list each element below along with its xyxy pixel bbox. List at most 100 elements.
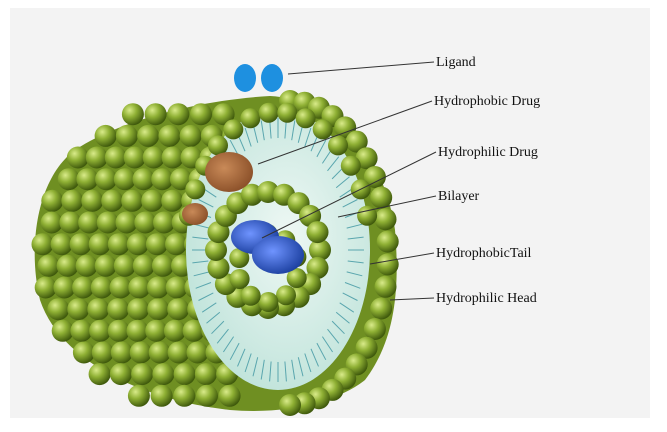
lipid-head-bead [279, 394, 301, 416]
lipid-head-bead [190, 103, 212, 125]
lipid-head-bead [143, 147, 165, 169]
lipid-head-bead [375, 276, 397, 298]
lipid-head-bead [101, 190, 123, 212]
lipid-head-bead [377, 231, 399, 253]
lipid-head-bead [70, 233, 92, 255]
ligand-left-icon [234, 64, 256, 92]
hydrophilic-drug-blob-2 [252, 236, 304, 274]
lipid-head-bead [122, 103, 144, 125]
lipid-head-bead [219, 385, 241, 407]
lipid-head-bead [95, 125, 117, 147]
bilayer-rim-bead [223, 119, 243, 139]
lipid-head-bead [72, 277, 94, 299]
lipid-head-bead [167, 103, 189, 125]
lipid-head-bead [137, 125, 159, 147]
lipid-head-bead [38, 255, 60, 277]
bilayer-rim-bead [185, 179, 205, 199]
lipid-head-bead [180, 125, 202, 147]
lipid-head-bead [73, 342, 95, 364]
lipid-head-bead [51, 233, 73, 255]
lipid-head-bead [375, 208, 397, 230]
bilayer-rim-bead [341, 156, 361, 176]
lipid-head-bead [110, 277, 132, 299]
lipid-head-bead [86, 147, 108, 169]
lipid-head-bead [162, 147, 184, 169]
lipid-head-bead [87, 298, 109, 320]
lipid-head-bead [164, 320, 186, 342]
lipid-head-bead [110, 363, 132, 385]
inner-bead [307, 221, 329, 243]
lipid-head-bead [111, 342, 133, 364]
lipid-head-bead [47, 298, 69, 320]
lipid-head-bead [128, 385, 150, 407]
lipid-head-bead [364, 318, 386, 340]
lipid-head-bead [195, 363, 217, 385]
lipid-head-bead [67, 298, 89, 320]
bilayer-rim-bead [357, 206, 377, 226]
lipid-head-bead [107, 298, 129, 320]
lipid-head-bead [149, 342, 171, 364]
lipid-head-bead [92, 342, 114, 364]
lipid-head-bead [152, 363, 174, 385]
lipid-head-bead [121, 190, 143, 212]
bilayer-rim-bead [313, 119, 333, 139]
lipid-head-bead [173, 385, 195, 407]
label-hydrophilic-head: Hydrophilic Head [436, 291, 537, 306]
lipid-head-bead [127, 298, 149, 320]
lipid-head-bead [141, 190, 163, 212]
lipid-head-bead [89, 233, 111, 255]
lipid-head-bead [81, 190, 103, 212]
lipid-head-bead [41, 190, 63, 212]
lipid-head-bead [147, 298, 169, 320]
lipid-head-bead [61, 190, 83, 212]
lipid-head-bead [95, 255, 117, 277]
lipid-head-bead [58, 168, 80, 190]
lipid-head-bead [57, 255, 79, 277]
lipid-head-bead [161, 190, 183, 212]
lipid-head-bead [52, 320, 74, 342]
lipid-head-bead [187, 342, 209, 364]
lipid-head-bead [89, 320, 111, 342]
lipid-head-bead [168, 342, 190, 364]
lipid-head-bead [370, 298, 392, 320]
label-hydrophobic-drug: Hydrophobic Drug [434, 94, 540, 109]
lipid-head-bead [89, 363, 111, 385]
lipid-head-bead [152, 255, 174, 277]
inner-bead [258, 292, 278, 312]
lipid-head-bead [116, 212, 138, 234]
hydrophobic-drug-blob-small [182, 203, 208, 225]
lipid-head-bead [78, 212, 100, 234]
lipid-head-bead [145, 103, 167, 125]
lipid-head-bead [108, 233, 130, 255]
lipid-head-bead [146, 233, 168, 255]
lipid-head-bead [151, 385, 173, 407]
inner-bead [241, 286, 261, 306]
lipid-head-bead [196, 385, 218, 407]
label-bilayer: Bilayer [438, 189, 480, 204]
lipid-head-bead [32, 233, 54, 255]
bilayer-rim-bead [328, 135, 348, 155]
bilayer-rim-bead [277, 103, 297, 123]
lipid-head-bead [370, 187, 392, 209]
label-hydrophobic-tail: HydrophobicTail [436, 246, 532, 261]
bilayer-rim-bead [240, 108, 260, 128]
bilayer-rim-bead [259, 103, 279, 123]
lipid-head-bead [114, 255, 136, 277]
lipid-head-bead [377, 253, 399, 275]
lipid-head-bead [167, 298, 189, 320]
lipid-head-bead [165, 233, 187, 255]
bilayer-rim-bead [296, 108, 316, 128]
lipid-head-bead [127, 233, 149, 255]
ligand-right-icon [261, 64, 283, 92]
lipid-head-bead [116, 125, 138, 147]
lipid-head-bead [130, 342, 152, 364]
label-hydrophilic-drug: Hydrophilic Drug [438, 145, 538, 160]
inner-bead [230, 269, 250, 289]
lipid-head-bead [95, 168, 117, 190]
lipid-head-bead [67, 147, 89, 169]
inner-bead [276, 285, 296, 305]
lipid-head-bead [131, 363, 153, 385]
label-ligand: Ligand [436, 55, 476, 70]
